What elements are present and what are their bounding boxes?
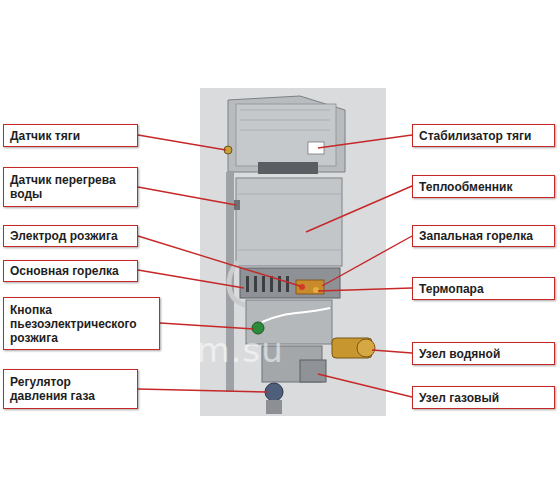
callout-box: Электрод розжига [3, 225, 138, 247]
ignition-electrode [299, 284, 305, 290]
leader-lines [138, 135, 412, 397]
hood-rib [240, 110, 330, 111]
thermocouple [313, 287, 319, 293]
leader-line [138, 270, 244, 288]
part-name: Стабилизатор тяги [419, 129, 531, 143]
leader-line [322, 236, 412, 286]
burner-slot [262, 276, 265, 292]
callout-box: Узел водяной [412, 342, 555, 365]
heat-exchanger [236, 178, 342, 266]
part-name: Узел газовый [419, 391, 499, 405]
callout-text-wrap: Стабилизатор тяги [419, 129, 531, 143]
leader-line [138, 389, 268, 392]
callout-text-wrap: Кнопка пьезоэлектрического розжига [10, 303, 153, 345]
callout-box: Основная горелка [3, 260, 138, 282]
callout-box: Регулятор давления газа [3, 369, 138, 409]
gas-unit [300, 360, 326, 382]
burner-slots [246, 276, 289, 292]
part-name: Термопара [419, 282, 484, 296]
part-name: Узел водяной [419, 347, 500, 361]
callout-box: Датчик тяги [3, 124, 138, 147]
callout-text-wrap: Узел водяной [419, 347, 500, 361]
leader-line [138, 135, 226, 150]
callout-box: Термопара [412, 277, 555, 300]
callout-text-wrap: Датчик тяги [10, 129, 80, 143]
part-name: Основная горелка [10, 264, 119, 278]
leader-line [372, 350, 412, 353]
exchanger-rib [236, 250, 342, 251]
burner-slot [278, 276, 281, 292]
burner-slot [270, 276, 273, 292]
callout-box: Теплообменник [412, 175, 555, 198]
leader-line [306, 186, 412, 232]
callout-text-wrap: Теплообменник [419, 180, 512, 194]
draught-hood [228, 96, 345, 172]
part-name: Регулятор давления газа [10, 375, 131, 403]
callout-text-wrap: Узел газовый [419, 391, 499, 405]
leader-line [138, 187, 236, 205]
part-name: Запальная горелка [419, 229, 533, 243]
hood-panel [236, 104, 336, 166]
part-name: Датчик тяги [10, 129, 80, 143]
gas-inlet [266, 400, 282, 414]
part-name: Электрод розжига [10, 229, 118, 243]
hood-rib [240, 120, 330, 121]
leader-line [138, 236, 300, 286]
callout-text-wrap: Датчик перегрева воды [10, 173, 131, 201]
callout-text-wrap: Электрод розжига [10, 229, 118, 243]
callout-box: Запальная горелка [412, 225, 555, 247]
leader-line [160, 323, 254, 329]
part-name: Кнопка пьезоэлектрического розжига [10, 303, 153, 345]
wire [262, 308, 330, 322]
watermark: ttm.su [168, 330, 284, 370]
callout-text-wrap: Запальная горелка [419, 229, 533, 243]
callout-box: Узел газовый [412, 386, 555, 409]
callout-text-wrap: Регулятор давления газа [10, 375, 131, 403]
callout-text-wrap: Термопара [419, 282, 484, 296]
leader-line [318, 374, 412, 397]
part-name: Датчик перегрева воды [10, 173, 131, 201]
burner-slot [246, 276, 249, 292]
water-fitting [357, 339, 375, 357]
leader-line [318, 135, 412, 148]
exchanger-rib [236, 194, 342, 195]
part-name: Теплообменник [419, 180, 512, 194]
pilot-burner [296, 280, 324, 294]
burner-slot [254, 276, 257, 292]
callout-box: Кнопка пьезоэлектрического розжига [3, 297, 160, 350]
hood-rib [240, 130, 330, 131]
callout-box: Датчик перегрева воды [3, 167, 138, 207]
hood-opening [258, 162, 318, 174]
leader-line [318, 288, 412, 291]
burner-slot [286, 276, 289, 292]
callout-text-wrap: Основная горелка [10, 264, 119, 278]
callout-box: Стабилизатор тяги [412, 124, 555, 147]
